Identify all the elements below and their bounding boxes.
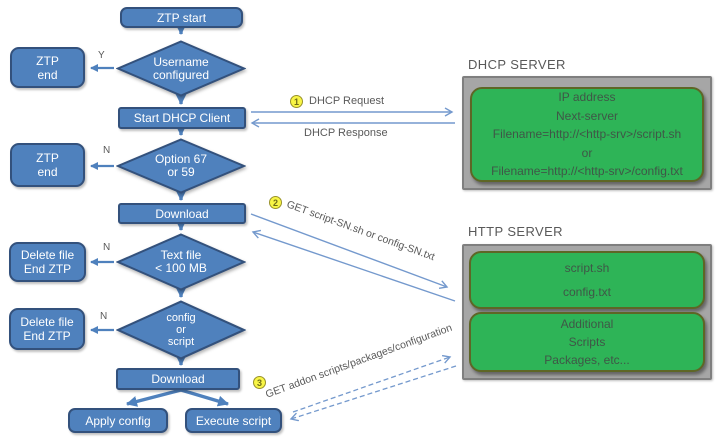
node-option-67-or-59-label: Option 67 or 59 <box>154 152 208 179</box>
node-config-or-script-label: config or script <box>166 312 196 348</box>
node-text-file-size-label: Text file < 100 MB <box>155 248 207 275</box>
step-badge-3: 3 <box>253 376 266 389</box>
node-delete-file-1: Delete file End ZTP <box>9 242 86 282</box>
http-files-text: script.sh config.txt <box>562 261 612 299</box>
node-execute-script-label: Execute script <box>195 413 272 428</box>
node-delete-file-2: Delete file End ZTP <box>9 308 85 350</box>
node-ztp-start: ZTP start <box>120 7 243 28</box>
arrow-download2-to-apply <box>126 388 182 407</box>
node-apply-config-label: Apply config <box>85 413 151 428</box>
node-option-67-or-59: Option 67 or 59 <box>116 138 246 194</box>
node-download-2-label: Download <box>151 372 205 386</box>
node-delete-file-1-label: Delete file End ZTP <box>20 248 75 276</box>
branch-label-yes: Y <box>98 50 105 61</box>
arrow-script-response <box>253 232 456 302</box>
node-ztp-start-label: ZTP start <box>156 10 207 25</box>
node-download-1: Download <box>118 203 246 224</box>
diamond-shape <box>116 300 246 360</box>
node-config-or-script: config or script <box>116 300 246 360</box>
node-start-dhcp-client-label: Start DHCP Client <box>133 111 231 125</box>
arrow-get-addons <box>292 357 450 413</box>
http-additional-text: Additional Scripts Packages, etc... <box>544 317 630 367</box>
label-dhcp-response: DHCP Response <box>304 127 388 139</box>
label-dhcp-request: DHCP Request <box>309 95 384 107</box>
branch-label-no-config: N <box>100 311 108 322</box>
step-badge-2: 2 <box>269 196 282 209</box>
node-ztp-end-2-label: ZTP end <box>36 151 59 179</box>
node-apply-config: Apply config <box>68 408 168 433</box>
node-download-1-label: Download <box>155 206 209 221</box>
node-start-dhcp-client: Start DHCP Client <box>118 107 246 129</box>
node-execute-script: Execute script <box>185 408 282 433</box>
node-username-configured-label: Username configured <box>152 54 210 82</box>
message-arrows <box>251 112 456 302</box>
step-badge-1: 1 <box>290 95 303 108</box>
node-download-2: Download <box>116 368 240 390</box>
node-text-file-size: Text file < 100 MB <box>116 233 246 291</box>
dhcp-offer-text: IP address Next-server Filename=http://<… <box>491 90 683 179</box>
http-files-box: script.sh config.txt <box>469 251 705 309</box>
node-delete-file-2-label: Delete file End ZTP <box>20 315 74 343</box>
branch-arrows <box>90 64 114 334</box>
http-additional-box: Additional Scripts Packages, etc... <box>469 312 705 372</box>
node-ztp-end-1-label: ZTP end <box>36 53 59 82</box>
diamond-shape <box>116 138 246 194</box>
node-ztp-end-2: ZTP end <box>10 143 85 187</box>
dhcp-offer-box: IP address Next-server Filename=http://<… <box>470 87 704 182</box>
label-get-script: GET script-SN.sh or config-SN.txt <box>284 198 437 264</box>
diamond-shape <box>116 233 246 291</box>
dhcp-server-title: DHCP SERVER <box>468 57 566 72</box>
branch-label-no-option: N <box>103 145 111 156</box>
branch-label-no-textfile: N <box>103 242 111 253</box>
http-server-title: HTTP SERVER <box>468 224 563 239</box>
node-ztp-end-1: ZTP end <box>10 47 85 88</box>
arrow-download2-to-execute <box>180 388 229 407</box>
message-arrows-dashed <box>291 357 457 419</box>
label-get-addons: GET addon scripts/packages/configuration <box>263 321 454 401</box>
diamond-shape <box>116 40 246 97</box>
node-username-configured: Username configured <box>116 40 246 97</box>
